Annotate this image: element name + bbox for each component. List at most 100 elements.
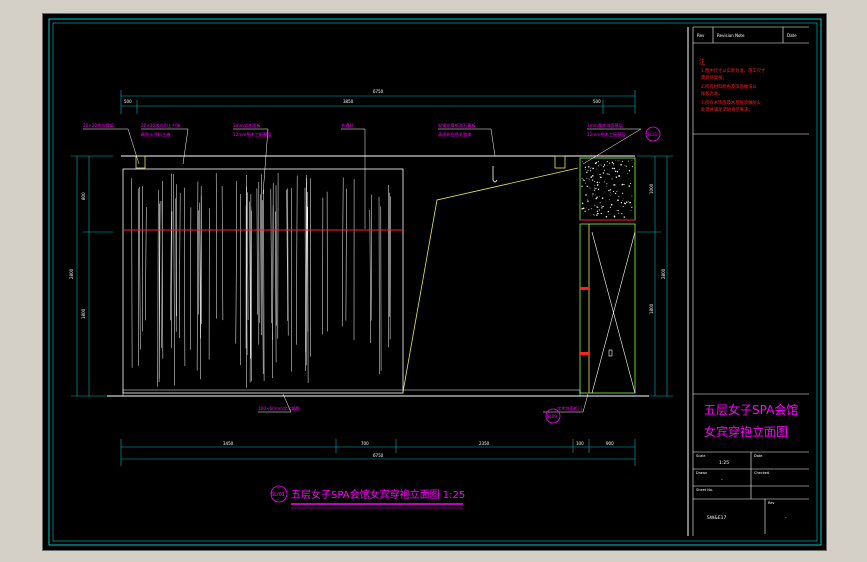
wood-grain-line	[256, 188, 258, 315]
tb-note-2: 需现场复核。	[701, 74, 727, 81]
tb-note-5: 3.所有木饰面及木基层须做防火	[701, 99, 762, 106]
stone-texture-dot	[597, 212, 599, 215]
stone-texture-dot	[600, 212, 602, 215]
stone-texture-dot	[582, 160, 584, 162]
wood-grain-line	[145, 207, 147, 321]
wood-grain-line	[200, 186, 202, 339]
wood-grain-line	[247, 192, 249, 321]
wood-grain-line	[345, 188, 347, 321]
stone-texture-dot	[609, 189, 611, 191]
stone-texture-dot	[596, 196, 598, 198]
dim-bottom-seg2: 700	[361, 441, 369, 446]
stone-texture-dot	[612, 184, 614, 186]
title-bubble	[270, 485, 288, 503]
section-bubble-bottom[interactable]	[545, 408, 561, 424]
stone-texture-dot	[631, 159, 633, 161]
stone-texture-dot	[587, 200, 589, 202]
stone-texture-dot	[584, 179, 586, 181]
tb-note-3: 2.所有材料颜色及饰面做法以	[701, 83, 757, 90]
stone-texture-dot	[584, 210, 586, 212]
wood-grain-line	[275, 211, 277, 363]
stone-texture-dot	[609, 206, 612, 208]
stone-texture-dot	[602, 205, 604, 208]
stone-texture-dot	[608, 173, 610, 175]
stone-texture-dot	[608, 189, 610, 192]
stone-texture-dot	[592, 167, 594, 170]
tb-scale-value: 1:25	[719, 460, 729, 466]
stone-texture-dot	[581, 202, 584, 205]
right-ceiling-trim	[554, 155, 566, 169]
tb-date-label: Date	[754, 454, 762, 458]
wood-grain-line	[199, 202, 201, 380]
stone-texture-dot	[604, 169, 606, 171]
wood-grain-line	[370, 194, 373, 321]
wood-grain-line	[305, 175, 307, 352]
cad-model-space[interactable]: Rev Revision Note Date 注 1.图中尺寸以实际为准，施工尺…	[42, 13, 827, 551]
stone-texture-dot	[604, 191, 605, 193]
stone-texture-dot	[595, 197, 597, 200]
tb-rev-heading: Rev	[697, 33, 705, 38]
stone-texture-dot	[588, 209, 590, 211]
stone-texture-dot	[611, 161, 613, 164]
tb-note-4: 样板为准。	[701, 90, 722, 97]
stone-texture-dot	[594, 188, 596, 190]
dim-bottom-seg1: 3450	[223, 441, 234, 446]
wood-grain-line	[179, 193, 181, 338]
stone-texture-dot	[613, 184, 616, 186]
stone-texture-dot	[601, 207, 603, 209]
callout-6: 3mm厚木饰面基层	[587, 122, 623, 129]
stone-texture-dot	[589, 187, 591, 189]
dim-bottom-overall: 6750	[373, 453, 384, 458]
right-dimensions	[637, 155, 673, 397]
stone-texture-dot	[623, 216, 625, 218]
section-bubble-top-label: SL10	[647, 132, 657, 137]
wood-panel-wall	[122, 168, 404, 394]
stone-texture-dot	[631, 206, 633, 208]
callout-2: 20×20木方固上方饰	[141, 122, 180, 129]
stone-texture-dot	[586, 171, 588, 173]
tb-project-line2: 女宾穿袍立面图	[704, 424, 788, 439]
wood-grain-line	[272, 183, 274, 341]
wood-grain-line	[161, 200, 164, 359]
stone-texture-dot	[615, 176, 618, 178]
stone-texture-dot	[596, 181, 599, 184]
wood-grain-line	[215, 173, 217, 319]
stone-texture-dot	[618, 196, 620, 198]
stone-texture-dot	[586, 199, 588, 201]
stone-texture-dot	[622, 205, 624, 208]
wood-grain-line	[235, 180, 238, 344]
wood-grain-line	[341, 177, 344, 327]
section-bubble-top[interactable]	[645, 126, 661, 142]
tb-date-heading: Date	[787, 33, 797, 38]
callout-3b: 12mm细木工板基层	[233, 131, 272, 138]
stone-texture-dot	[596, 210, 599, 212]
stone-texture-dot	[599, 202, 601, 204]
stone-texture-dot	[587, 169, 589, 171]
stone-texture-dot	[587, 178, 589, 180]
stone-texture-dot	[597, 184, 599, 186]
dim-bottom-seg4: 100	[576, 441, 584, 446]
wood-grain-line	[158, 201, 161, 379]
stone-texture-dot	[581, 177, 583, 179]
stone-texture-dot	[603, 164, 606, 166]
tb-checked-label: Checked	[754, 471, 769, 475]
dim-left-upper: 800	[81, 192, 86, 200]
section-bubble-bottom-label: SL09	[547, 414, 557, 419]
stone-texture-dot	[585, 207, 587, 209]
stone-texture-dot	[614, 170, 617, 172]
stone-texture-dot	[616, 209, 618, 211]
stone-texture-dot	[607, 211, 609, 213]
stone-texture-dot	[630, 210, 632, 212]
stone-texture-dot	[594, 185, 596, 187]
stone-texture-dot	[598, 165, 600, 167]
stone-texture-dot	[622, 199, 623, 201]
callout-1: 20×20木方骨架	[83, 122, 114, 129]
stone-texture-dot	[617, 210, 619, 212]
stone-texture-dot	[592, 175, 594, 177]
tb-notes-heading: 注	[699, 58, 705, 66]
tb-revision-heading: Revision Note	[717, 33, 745, 38]
tb-rev-label: Rev	[768, 501, 775, 505]
stone-texture-dot	[606, 186, 608, 187]
stone-texture-dot	[613, 191, 615, 193]
stone-texture-dot	[601, 164, 602, 166]
